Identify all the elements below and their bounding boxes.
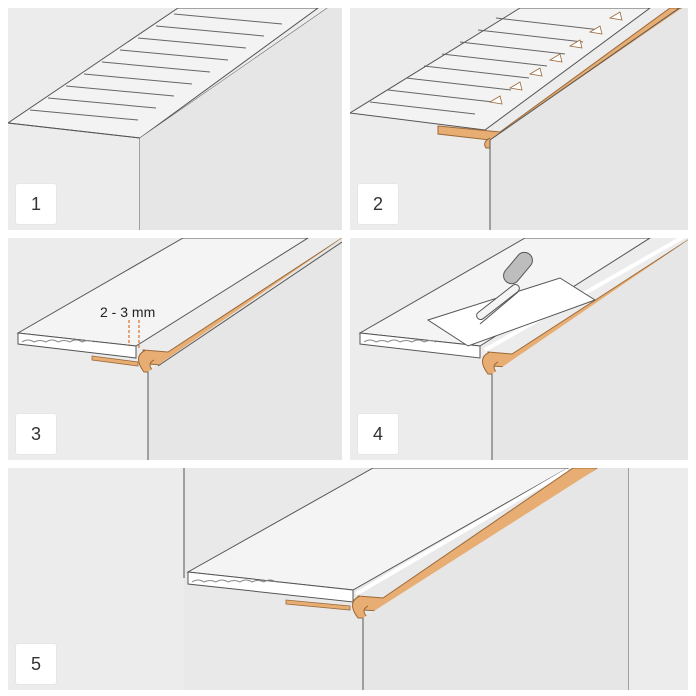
trowel-icon [426,251,597,347]
adhesive-bed [21,339,95,343]
step-4-illustration [358,238,688,460]
step-1-panel: 1 [8,8,342,230]
step-number-badge: 2 [358,184,398,224]
step-3-panel: 2 - 3 mm 3 [8,238,342,460]
step-4-panel: 4 [350,238,688,460]
step-2-panel: 2 [350,8,688,230]
grout-line [484,238,686,352]
stair-nosing-profile [437,8,688,141]
step-number-badge: 1 [16,184,56,224]
step-number-badge: 5 [16,644,56,684]
step-number-badge: 3 [16,414,56,454]
profile-perforations [488,11,623,105]
notched-adhesive-lines [29,13,283,121]
step-2-illustration [350,8,688,230]
gap-measurement-label: 2 - 3 mm [100,304,156,320]
step-5-panel: 5 [8,468,688,690]
step-1-illustration [8,8,342,230]
step-number-badge: 4 [358,414,398,454]
step-3-illustration [16,238,342,460]
step-5-illustration [183,468,629,690]
